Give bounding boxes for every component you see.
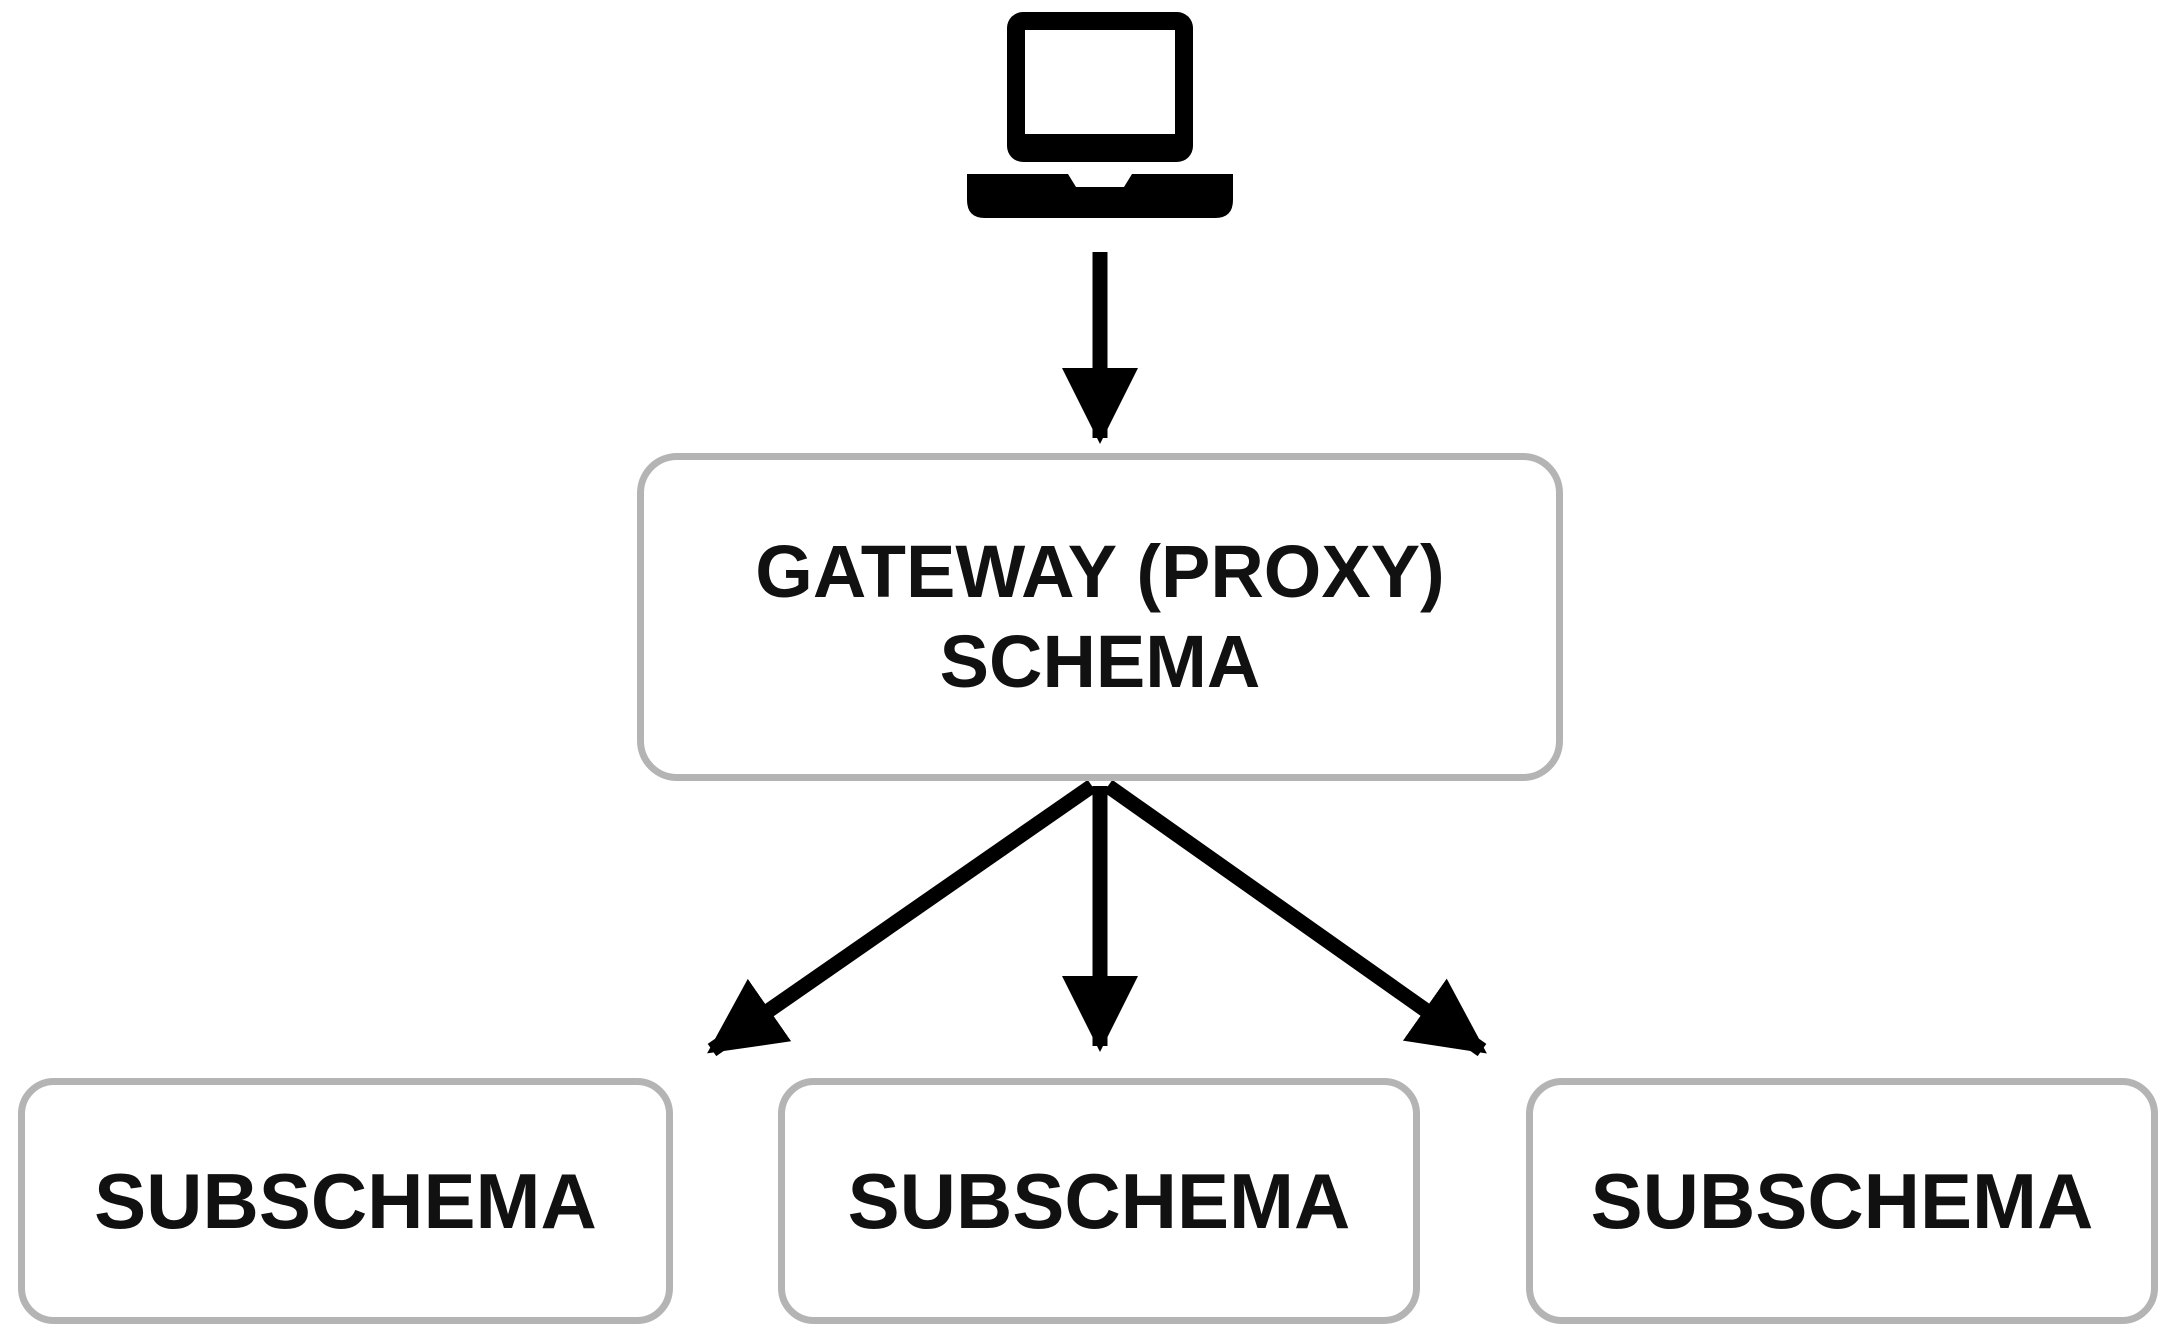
subschema-node-1: SUBSCHEMA: [18, 1078, 673, 1324]
subschema-label-3: SUBSCHEMA: [1590, 1156, 2094, 1245]
edge-gateway-to-subschema-3: [1103, 779, 1487, 1057]
subschema-label-2: SUBSCHEMA: [847, 1156, 1351, 1245]
subschema-label-1: SUBSCHEMA: [94, 1156, 597, 1245]
gateway-label-line2: SCHEMA: [939, 620, 1261, 703]
subschema-node-2: SUBSCHEMA: [778, 1078, 1420, 1324]
subschema-node-3: SUBSCHEMA: [1526, 1078, 2158, 1324]
gateway-schema-node: GATEWAY (PROXY) SCHEMA: [637, 453, 1563, 781]
laptop-icon: [965, 12, 1235, 230]
gateway-label-line1: GATEWAY (PROXY): [755, 529, 1445, 613]
edge-gateway-to-subschema-1: [707, 779, 1097, 1057]
